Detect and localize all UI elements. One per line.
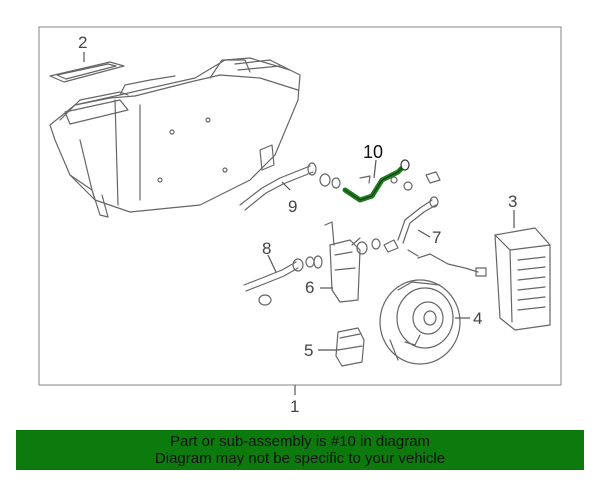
part-1-hvac-housing — [49, 57, 301, 218]
callout-10: 10 — [363, 142, 383, 162]
banner-line-1: Part or sub-assembly is #10 in diagram — [169, 433, 431, 450]
part-2-seal — [49, 61, 125, 83]
banner-line-2: Diagram may not be specific to your vehi… — [154, 450, 446, 467]
callout-3: 3 — [508, 192, 517, 211]
part-3-heater-core — [494, 227, 551, 331]
part-info-banner: Part or sub-assembly is #10 in diagram D… — [16, 430, 584, 470]
part-4-blower-motor — [379, 279, 461, 365]
callout-7: 7 — [432, 228, 441, 247]
callout-6: 6 — [305, 278, 314, 297]
callout-1: 1 — [290, 397, 299, 416]
part-6-valve — [313, 221, 487, 303]
leader-lines — [83, 52, 515, 395]
part-8-hose — [243, 256, 315, 306]
callout-2: 2 — [78, 33, 87, 52]
callout-5: 5 — [304, 341, 313, 360]
callout-8: 8 — [262, 239, 271, 258]
part-5-resistor — [335, 327, 365, 367]
callout-4: 4 — [473, 309, 482, 328]
part-9-hose — [239, 162, 341, 211]
part-7-pipe — [383, 171, 441, 253]
diagram-frame — [38, 26, 562, 386]
callout-9: 9 — [288, 197, 297, 216]
part-10-heater-tube — [342, 159, 413, 203]
